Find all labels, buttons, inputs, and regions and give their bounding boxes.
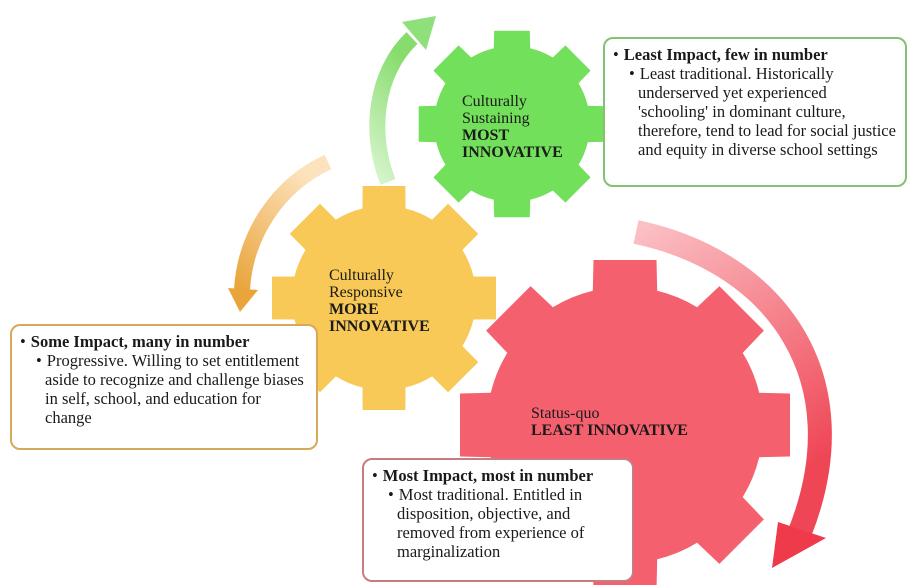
sustaining-gear-label: Culturally Sustaining MOST INNOVATIVE bbox=[462, 93, 563, 161]
responsive-rank-line1: MORE bbox=[329, 301, 379, 318]
responsive-description-box: Some Impact, many in number Progressive.… bbox=[10, 324, 318, 450]
responsive-box-body: Progressive. Willing to set entitlement … bbox=[36, 351, 308, 427]
status-quo-box-body: Most traditional. Entitled in dispositio… bbox=[388, 485, 624, 561]
culturally-sustaining-gear bbox=[418, 30, 606, 218]
culturally-responsive-gear bbox=[272, 186, 496, 410]
red-arrow bbox=[633, 220, 832, 568]
sustaining-box-body: Least traditional. Historically underser… bbox=[629, 64, 897, 159]
responsive-gear-label: Culturally Responsive MORE INNOVATIVE bbox=[329, 267, 430, 335]
sustaining-line1: Culturally bbox=[462, 93, 527, 110]
status-quo-line1: Status-quo bbox=[531, 405, 600, 422]
sustaining-line2: Sustaining bbox=[462, 110, 530, 127]
green-arrow bbox=[369, 16, 436, 185]
sustaining-description-box: Least Impact, few in number Least tradit… bbox=[603, 37, 907, 187]
sustaining-rank-line2: INNOVATIVE bbox=[462, 144, 563, 161]
sustaining-rank-line1: MOST bbox=[462, 127, 510, 144]
status-quo-rank: LEAST INNOVATIVE bbox=[531, 422, 688, 439]
status-quo-box-heading: Most Impact, most in number bbox=[372, 466, 624, 485]
responsive-rank-line2: INNOVATIVE bbox=[329, 318, 430, 335]
responsive-line2: Responsive bbox=[329, 284, 403, 301]
status-quo-gear-label: Status-quo LEAST INNOVATIVE bbox=[531, 405, 688, 439]
orange-arrow bbox=[228, 154, 332, 312]
sustaining-box-heading: Least Impact, few in number bbox=[613, 45, 897, 64]
responsive-line1: Culturally bbox=[329, 267, 394, 284]
status-quo-description-box: Most Impact, most in number Most traditi… bbox=[362, 458, 634, 582]
responsive-box-heading: Some Impact, many in number bbox=[20, 332, 308, 351]
